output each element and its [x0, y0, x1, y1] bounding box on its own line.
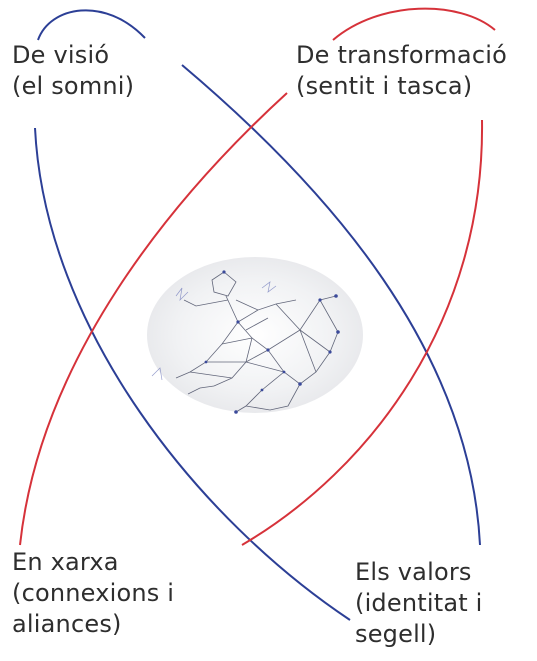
label-network: En xarxa (connexions i aliances)	[12, 547, 174, 640]
label-values: Els valors (identitat i segell)	[355, 557, 483, 650]
label-transformation-subtitle: (sentit i tasca)	[296, 72, 473, 100]
label-network-title: En xarxa	[12, 548, 119, 576]
label-values-subtitle-2: segell)	[355, 620, 437, 648]
blue-ellipse	[34, 9, 481, 621]
red-ellipse	[19, 7, 496, 546]
label-vision: De visió (el somni)	[12, 40, 134, 102]
label-vision-title: De visió	[12, 41, 110, 69]
label-network-subtitle-1: (connexions i	[12, 579, 175, 607]
label-values-title: Els valors	[355, 558, 472, 586]
label-vision-subtitle: (el somni)	[12, 72, 135, 100]
label-transformation: De transformació (sentit i tasca)	[296, 40, 507, 102]
network-runner-illustration	[147, 257, 363, 414]
label-transformation-title: De transformació	[296, 41, 507, 69]
label-network-subtitle-2: aliances)	[12, 610, 122, 638]
label-values-subtitle-1: (identitat i	[355, 589, 483, 617]
